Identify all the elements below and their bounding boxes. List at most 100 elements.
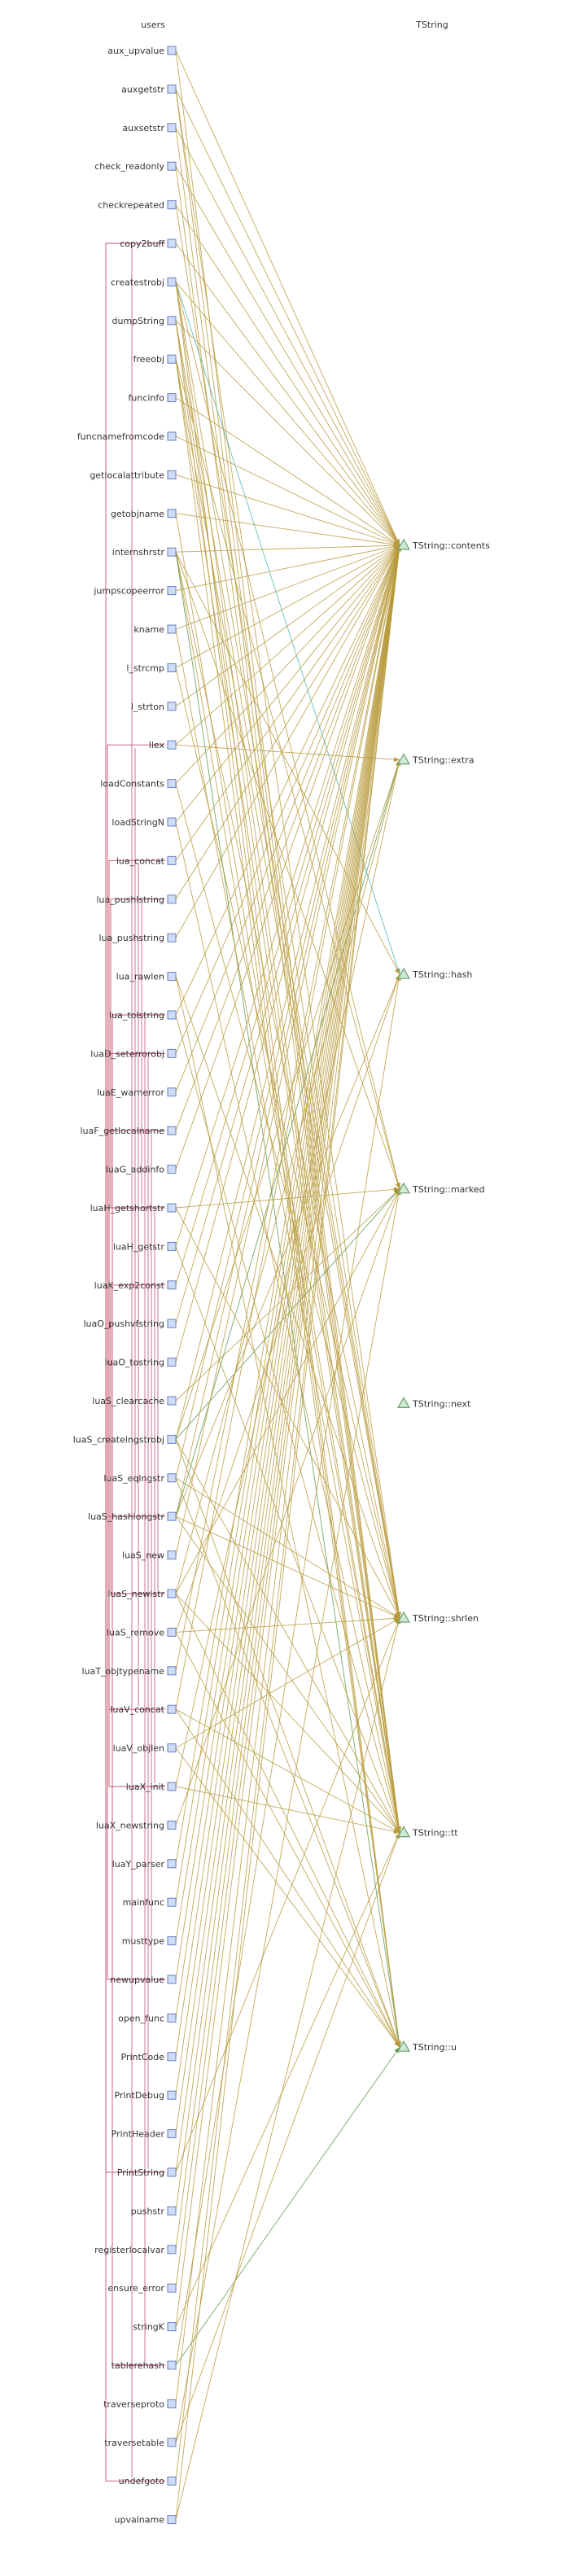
user-node[interactable]: internshrstr — [112, 547, 177, 558]
edge-line — [175, 474, 400, 546]
user-node[interactable]: PrintDebug — [115, 2090, 177, 2101]
field-node[interactable]: TString::shrlen — [396, 1611, 479, 1624]
user-node-box — [167, 1666, 177, 1676]
user-node[interactable]: funcnamefromcode — [77, 431, 177, 442]
user-node[interactable]: registerlocalvar — [94, 2245, 177, 2255]
field-node[interactable]: TString::tt — [396, 1826, 458, 1839]
user-node[interactable]: luaD_seterrorobj — [90, 1048, 177, 1059]
user-node-box — [167, 200, 177, 210]
user-node-box — [167, 702, 177, 711]
user-node[interactable]: llex — [149, 740, 177, 750]
user-node[interactable]: aux_upvalue — [107, 46, 177, 56]
field-node[interactable]: TString::extra — [396, 753, 474, 766]
user-node[interactable]: luaH_getshortstr — [90, 1203, 177, 1214]
user-node[interactable]: luaX_newstring — [96, 1820, 177, 1830]
field-node[interactable]: TString::next — [396, 1397, 471, 1409]
user-node[interactable]: l_strton — [131, 702, 177, 712]
user-node[interactable]: luaK_exp2const — [94, 1280, 177, 1291]
edge-line — [175, 545, 400, 630]
user-node[interactable]: newupvalue — [110, 1975, 177, 1985]
user-node-box — [167, 354, 177, 364]
user-node[interactable]: luaO_tostring — [104, 1358, 177, 1368]
user-node[interactable]: upvalname — [115, 2515, 177, 2526]
edge-line — [175, 545, 400, 707]
user-node-label: luaO_pushvfstring — [83, 1319, 164, 1329]
user-node[interactable]: loadStringN — [112, 817, 177, 828]
user-node[interactable]: luaS_clearcache — [92, 1396, 177, 1406]
user-node[interactable]: auxsetstr — [122, 123, 177, 133]
edge-line — [175, 551, 400, 975]
edge-line — [175, 1188, 400, 1594]
user-node-label: l_strcmp — [126, 663, 164, 673]
user-node-label: aux_upvalue — [107, 46, 164, 56]
user-node[interactable]: ensure_error — [107, 2283, 177, 2294]
user-node[interactable]: luaY_parser — [112, 1859, 177, 1870]
user-node[interactable]: PrintCode — [121, 2052, 177, 2062]
user-node-label: musttype — [122, 1936, 165, 1947]
user-node-label: luaD_seterrorobj — [90, 1048, 164, 1059]
user-node[interactable]: lua_rawlen — [116, 972, 177, 982]
user-node[interactable]: l_strcmp — [126, 663, 177, 673]
user-node[interactable]: musttype — [122, 1936, 177, 1947]
user-node[interactable]: luaS_createlngstrobj — [73, 1434, 177, 1445]
user-node[interactable]: PrintString — [117, 2167, 177, 2178]
user-node[interactable]: luaS_hashlongstr — [88, 1511, 177, 1522]
edge-line — [175, 744, 400, 761]
user-node[interactable]: getlocalattribute — [90, 470, 177, 480]
edge-line — [175, 282, 400, 546]
user-node[interactable]: getobjname — [111, 509, 177, 519]
user-node[interactable]: lua_concat — [116, 855, 177, 866]
user-node[interactable]: luaH_getstr — [113, 1241, 177, 1252]
field-node[interactable]: TString::hash — [396, 968, 472, 980]
edge-line — [175, 545, 400, 1285]
edge-line — [175, 1515, 400, 1833]
user-node[interactable]: luaV_concat — [110, 1704, 177, 1715]
user-node[interactable]: luaV_objlen — [113, 1743, 177, 1754]
user-node[interactable]: copy2buff — [120, 238, 177, 249]
user-node[interactable]: tablerehash — [112, 2360, 177, 2371]
user-node[interactable]: jumpscopeerror — [93, 586, 177, 597]
user-node[interactable]: createstrobj — [111, 277, 177, 287]
user-node[interactable]: funcinfo — [129, 393, 177, 404]
user-node-box — [167, 1165, 177, 1174]
user-node[interactable]: mainfunc — [123, 1897, 177, 1908]
user-node[interactable]: auxgetstr — [121, 84, 177, 94]
user-node[interactable]: traversetable — [104, 2438, 177, 2448]
user-node[interactable]: check_readonly — [94, 161, 177, 172]
user-node[interactable]: PrintHeader — [112, 2129, 177, 2140]
user-node[interactable]: luaS_remove — [107, 1627, 177, 1638]
edge-line — [175, 552, 400, 1189]
field-node-triangle-icon — [396, 1182, 411, 1194]
field-node[interactable]: TString::marked — [396, 1182, 485, 1195]
field-node[interactable]: TString::contents — [396, 538, 490, 551]
user-node[interactable]: luaX_init — [126, 1782, 177, 1792]
user-node[interactable]: stringK — [133, 2322, 177, 2333]
user-node[interactable]: luaS_eqlngstr — [103, 1473, 177, 1484]
user-node[interactable]: luaS_new — [122, 1550, 177, 1561]
user-node[interactable]: undefgoto — [119, 2476, 177, 2486]
user-node[interactable]: traverseproto — [103, 2399, 177, 2409]
user-node[interactable]: luaE_warnerror — [97, 1087, 177, 1098]
user-node[interactable]: pushstr — [131, 2206, 177, 2216]
edge-line — [175, 1207, 400, 1619]
edge-arrowhead — [395, 968, 400, 975]
user-node-box — [167, 972, 177, 982]
user-node[interactable]: luaO_pushvfstring — [83, 1319, 177, 1329]
user-node[interactable]: loadConstants — [100, 779, 177, 789]
user-node[interactable]: lua_pushstring — [98, 933, 177, 943]
user-node[interactable]: lua_tolstring — [109, 1010, 177, 1021]
user-node[interactable]: freeobj — [133, 354, 177, 365]
user-node[interactable]: lua_pushlstring — [96, 894, 177, 905]
user-node-label: newupvalue — [110, 1975, 164, 1985]
user-node[interactable]: checkrepeated — [98, 200, 177, 211]
field-node[interactable]: TString::u — [396, 2040, 457, 2053]
user-node[interactable]: kname — [133, 624, 177, 635]
user-node[interactable]: luaG_addinfo — [106, 1165, 177, 1175]
user-node[interactable]: luaF_getlocalname — [81, 1126, 177, 1136]
user-node[interactable]: luaS_newlstr — [107, 1589, 177, 1599]
edge-line — [175, 545, 400, 2482]
user-node[interactable]: luaT_objtypename — [81, 1666, 177, 1677]
user-node[interactable]: dumpString — [112, 316, 177, 326]
user-node[interactable]: open_func — [118, 2013, 177, 2023]
field-node-label: TString::u — [412, 2042, 457, 2053]
